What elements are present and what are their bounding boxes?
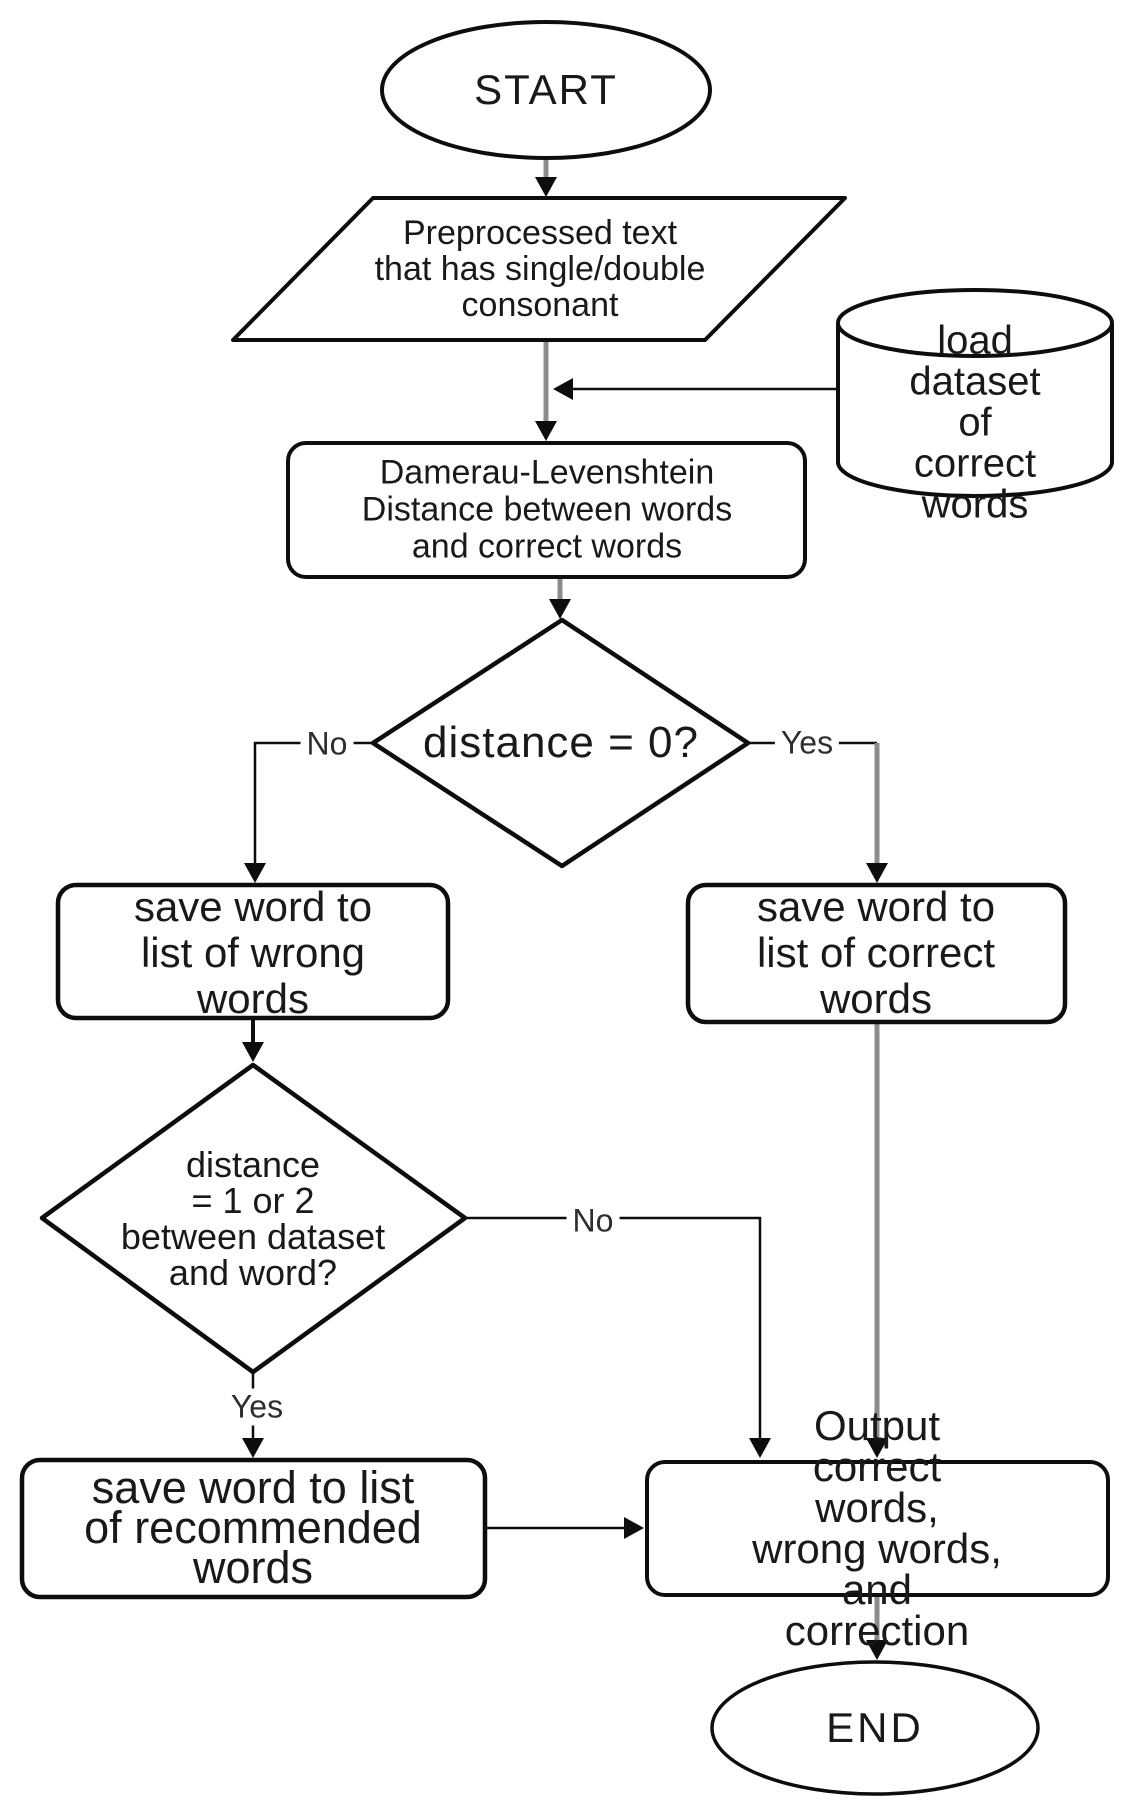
connector-recommended-to-output <box>485 1517 644 1539</box>
decision2-label: distance = 1 or 2 between dataset and wo… <box>120 1144 386 1293</box>
decision2-diamond-shape <box>39 1062 468 1375</box>
decision2-yes-label: Yes <box>224 1388 290 1426</box>
recommended-words-rect-shape <box>19 1457 488 1600</box>
edge-line <box>253 741 373 873</box>
arrowhead-down-icon <box>749 1438 771 1458</box>
arrowhead-down-icon <box>866 863 888 883</box>
start-label: START <box>474 66 618 113</box>
recommended-words-label: save word to list of recommended words <box>84 1462 422 1593</box>
preprocess-label: Preprocessed text that has single/double… <box>374 214 706 324</box>
connector-correct-to-output <box>866 1022 888 1458</box>
dld-label: Damerau-Levenshtein Distance between wor… <box>361 453 733 566</box>
connector-wrong-to-decision2 <box>242 1018 264 1062</box>
connector-output-to-end <box>866 1595 888 1660</box>
connector-decision1-yes <box>748 741 888 883</box>
arrowhead-down-icon <box>242 1438 264 1458</box>
edge-line <box>465 1216 762 1448</box>
connector-dld-to-decision1 <box>549 577 571 619</box>
preprocess-parallelogram-shape <box>231 196 847 342</box>
output-label: Output correct words, wrong words, and c… <box>752 1402 1002 1654</box>
start-ellipse-shape <box>380 20 712 160</box>
arrowhead-right-icon <box>624 1517 644 1539</box>
decision2-no-label: No <box>566 1202 620 1240</box>
end-label: END <box>826 1704 924 1751</box>
decision1-label: distance = 0? <box>423 718 699 767</box>
correct-words-rect-shape <box>685 882 1068 1025</box>
arrowhead-down-icon <box>866 1438 888 1458</box>
connector-decision1-no <box>244 741 373 883</box>
connector-start-to-preprocess <box>535 156 557 197</box>
arrowhead-down-icon <box>242 1042 264 1062</box>
arrowhead-down-icon <box>535 421 557 441</box>
arrowhead-down-icon <box>535 177 557 197</box>
dataset-cylinder-top-shape <box>836 288 1114 358</box>
wrong-words-rect-shape <box>55 882 451 1021</box>
decision1-yes-label: Yes <box>774 724 840 762</box>
decision1-diamond-shape <box>370 617 751 869</box>
arrowhead-down-icon <box>866 1640 888 1660</box>
decision1-no-label: No <box>300 725 354 763</box>
connector-dataset-to-junction <box>553 378 838 400</box>
connector-preprocess-to-dld <box>535 340 557 441</box>
connector-decision2-no <box>465 1216 771 1458</box>
dld-rect-shape <box>286 441 807 579</box>
arrowhead-left-icon <box>553 378 573 400</box>
arrowhead-down-icon <box>549 599 571 619</box>
dataset-cylinder-body-shape <box>836 323 1114 498</box>
output-rect-shape <box>645 1460 1110 1597</box>
arrowhead-down-icon <box>244 863 266 883</box>
correct-words-label: save word to list of correct words <box>756 883 996 1022</box>
end-ellipse-shape <box>710 1660 1040 1796</box>
dataset-label: load dataset of correct words <box>909 318 1041 527</box>
wrong-words-label: save word to list of wrong words <box>133 883 373 1022</box>
